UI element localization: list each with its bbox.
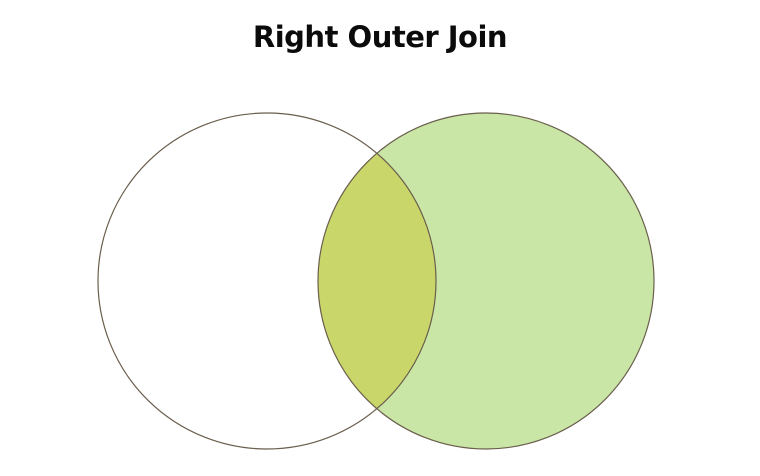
diagram-title: Right Outer Join	[252, 20, 508, 54]
left-set-outline	[97, 112, 437, 450]
right-set-outline	[317, 112, 655, 450]
intersection-region	[318, 113, 436, 449]
